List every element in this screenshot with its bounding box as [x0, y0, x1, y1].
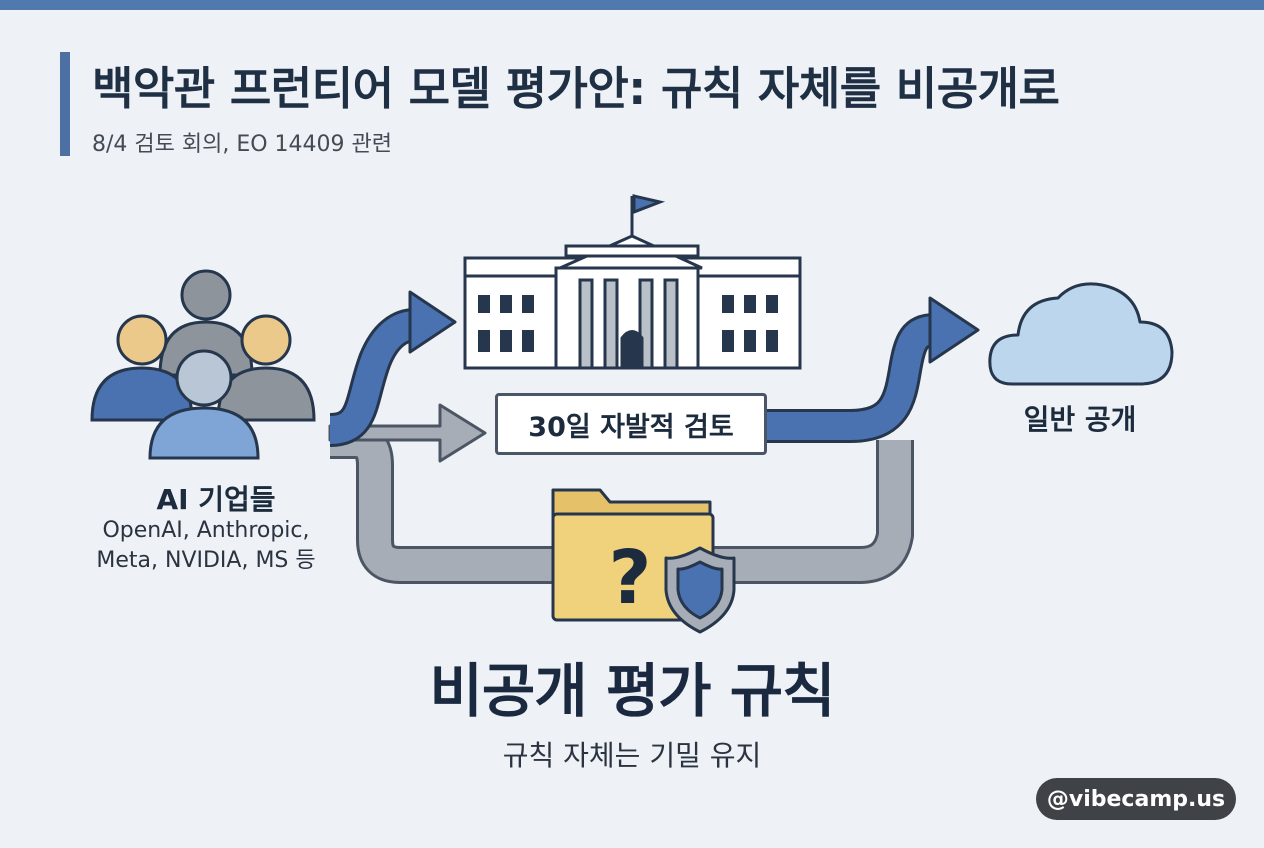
- watermark-text: @vibecamp.us: [1046, 786, 1226, 812]
- top-bar: [0, 0, 1264, 10]
- page-title: 백악관 프런티어 모델 평가안: 규칙 자체를 비공개로: [92, 62, 1060, 115]
- shield-icon: [664, 546, 736, 634]
- companies-list: OpenAI, Anthropic, Meta, NVIDIA, MS 등: [86, 516, 326, 576]
- private-rules-title: 비공개 평가 규칙: [429, 657, 836, 725]
- white-house-icon: [463, 194, 802, 370]
- cloud-icon: [988, 282, 1174, 386]
- page-subtitle: 8/4 검토 회의, EO 14409 관련: [92, 132, 393, 157]
- title-accent-bar: [60, 52, 70, 156]
- public-release-label: 일반 공개: [1023, 403, 1137, 436]
- blue-arrow-to-government: [328, 290, 457, 447]
- svg-text:?: ?: [609, 535, 652, 621]
- people-group-icon: [90, 269, 316, 460]
- companies-title: AI 기업들: [156, 483, 276, 516]
- voluntary-review-box: 30일 자발적 검토: [495, 393, 767, 455]
- watermark-badge: @vibecamp.us: [1036, 778, 1236, 820]
- companies-line-1: OpenAI, Anthropic,: [102, 518, 310, 543]
- private-rules-subtitle: 규칙 자체는 기밀 유지: [502, 739, 762, 772]
- blue-arrow-to-public: [767, 296, 980, 443]
- companies-line-2: Meta, NVIDIA, MS 등: [96, 548, 316, 573]
- voluntary-review-label: 30일 자발적 검토: [528, 411, 734, 443]
